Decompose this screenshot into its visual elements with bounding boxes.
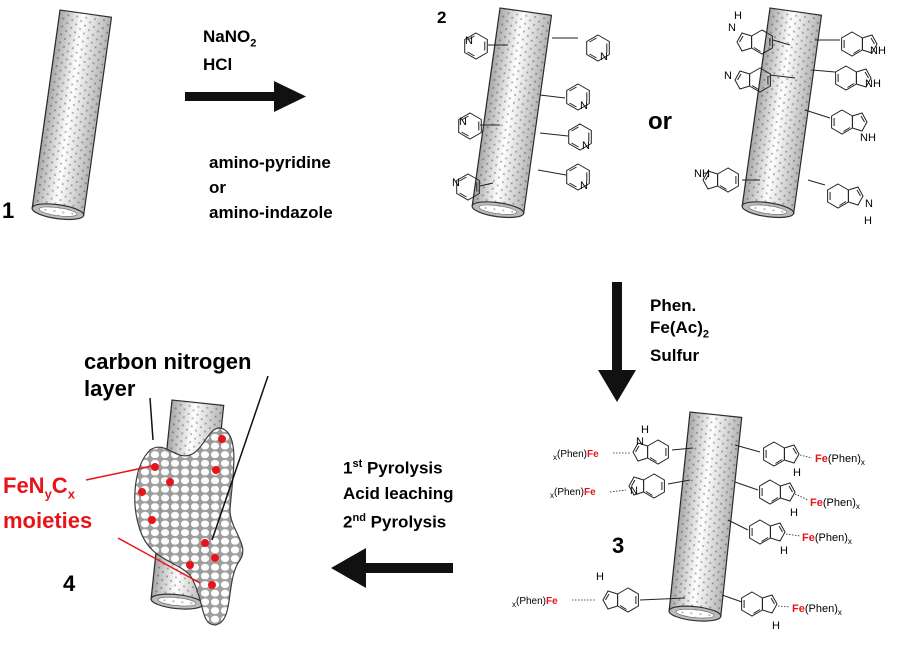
indazole-ring [759, 479, 796, 505]
fenycx-moieties-label: FeNyCx moieties [3, 473, 93, 534]
indazole-ring [749, 519, 786, 545]
step1-substrates: amino-pyridine or amino-indazole [209, 153, 333, 222]
svg-text:x(Phen)Fe: x(Phen)Fe [550, 487, 596, 500]
atom-label-n: N [724, 70, 732, 82]
step3-conditions: 1st Pyrolysis Acid leaching 2nd Pyrolysi… [343, 458, 454, 532]
atom-label-n: N [580, 180, 588, 192]
fe-phen-labels: x(Phen)Fe Fe(Phen)x x(Phen)Fe Fe(Phen)x … [512, 449, 865, 617]
compound-number-1: 1 [2, 198, 15, 223]
atom-label-h: H [793, 467, 801, 479]
atom-label-n: N [630, 485, 638, 497]
atom-label-n: N [600, 51, 608, 63]
compound-number-4: 4 [63, 571, 76, 596]
arrow-step2 [598, 282, 636, 402]
compound-number-3: 3 [612, 533, 625, 558]
nanotube-1 [30, 9, 113, 223]
svg-text:Fe(Phen)x: Fe(Phen)x [815, 453, 865, 467]
compound-number-2: 2 [437, 8, 447, 27]
atom-label-n: N [582, 140, 590, 152]
svg-text:x(Phen)Fe: x(Phen)Fe [512, 596, 558, 609]
indazole-ring [741, 591, 778, 617]
svg-text:Fe(Phen)x: Fe(Phen)x [792, 603, 842, 617]
atom-label-nh: NH [870, 45, 886, 57]
nanotube-3-fe-complex [572, 411, 813, 624]
step1-reagents: NaNO2 HCl [203, 27, 257, 75]
atom-label-h: H [864, 215, 872, 227]
nanotube-4-product [85, 375, 269, 626]
atom-label-h: H [734, 10, 742, 22]
indazole-ring [602, 587, 639, 613]
svg-text:x(Phen)Fe: x(Phen)Fe [553, 449, 599, 462]
atom-label-h: H [790, 507, 798, 519]
atom-label-nh: NH [860, 132, 876, 144]
atom-label-h: H [596, 571, 604, 583]
atom-label-h: H [772, 620, 780, 632]
arrow-step1 [185, 81, 306, 112]
atom-label-n: N [580, 100, 588, 112]
atom-label-n: N [636, 436, 644, 448]
indazole-ring [827, 183, 864, 209]
atom-label-n: N [459, 116, 467, 128]
svg-text:Fe(Phen)x: Fe(Phen)x [810, 497, 860, 511]
atom-label-n: N [865, 198, 873, 210]
atom-label-n: N [728, 22, 736, 34]
step2-reagents: Phen. Fe(Ac)2 Sulfur [650, 296, 710, 366]
svg-text:Fe(Phen)x: Fe(Phen)x [802, 532, 852, 546]
carbon-nitrogen-layer-label: carbon nitrogen layer [84, 349, 252, 401]
atom-label-nh: NH [694, 168, 710, 180]
atom-label-h: H [641, 424, 649, 436]
atom-label-h: H [780, 545, 788, 557]
atom-label-nh: NH [865, 78, 881, 90]
or-label: or [648, 108, 672, 135]
atom-label-n: N [465, 35, 473, 47]
nanotube-2-pyridine [456, 7, 610, 221]
arrow-step3 [331, 548, 453, 588]
indazole-ring [763, 441, 800, 467]
nanotube-2-indazole [702, 7, 878, 221]
atom-label-n: N [452, 177, 460, 189]
indazole-ring [831, 109, 868, 135]
